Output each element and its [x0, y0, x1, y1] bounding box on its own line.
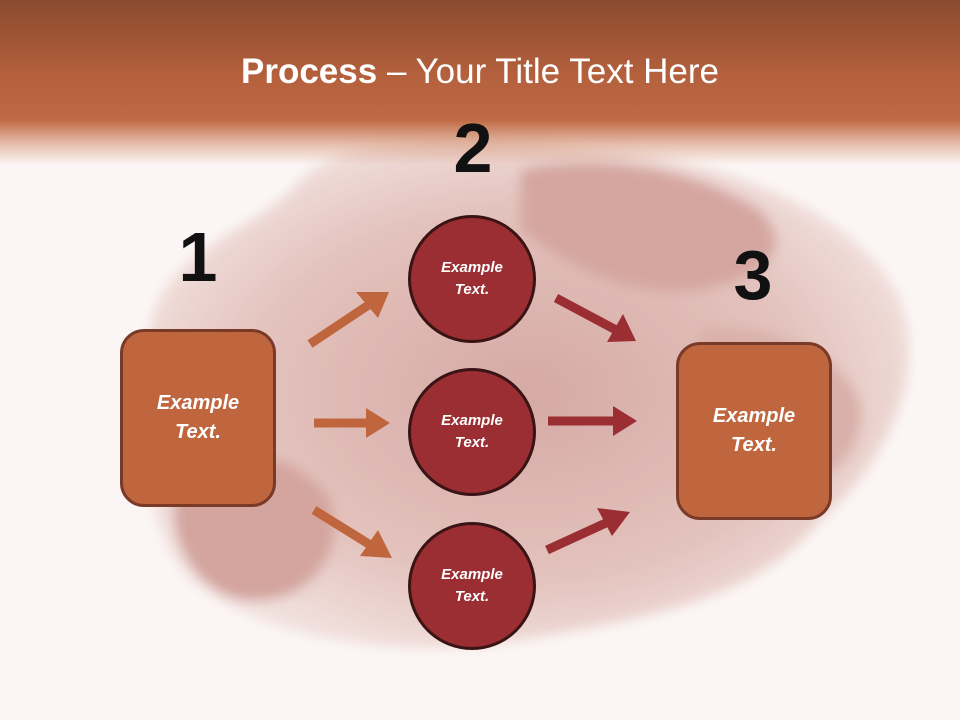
step-3-box: Example Text.: [676, 342, 832, 520]
arrow-1-to-top: [307, 292, 389, 348]
circle-top-text: Example Text.: [441, 258, 503, 299]
title-bar: [0, 0, 960, 165]
circle-middle-text: Example Text.: [441, 411, 503, 452]
arrow-middle-to-3: [548, 406, 637, 436]
arrow-1-to-middle: [314, 408, 390, 438]
step-1-box: Example Text.: [120, 329, 276, 507]
step-3-text: Example Text.: [712, 405, 796, 456]
step-2-circle-top: Example Text.: [408, 215, 536, 343]
step-2-circle-middle: Example Text.: [408, 368, 536, 496]
arrow-1-to-bottom: [311, 506, 392, 558]
arrow-top-to-3: [553, 294, 636, 342]
title-bold: Process: [241, 52, 378, 91]
arrow-bottom-to-3: [545, 508, 630, 555]
step-number-1: 1: [178, 218, 218, 296]
circle-bottom-text: Example Text.: [441, 565, 503, 606]
title-rest: – Your Title Text Here: [377, 52, 719, 91]
step-2-circle-bottom: Example Text.: [408, 522, 536, 650]
step-1-text: Example Text.: [156, 392, 240, 443]
slide-title: Process – Your Title Text Here: [0, 52, 960, 92]
step-number-3: 3: [733, 236, 773, 314]
step-number-2: 2: [453, 109, 493, 187]
